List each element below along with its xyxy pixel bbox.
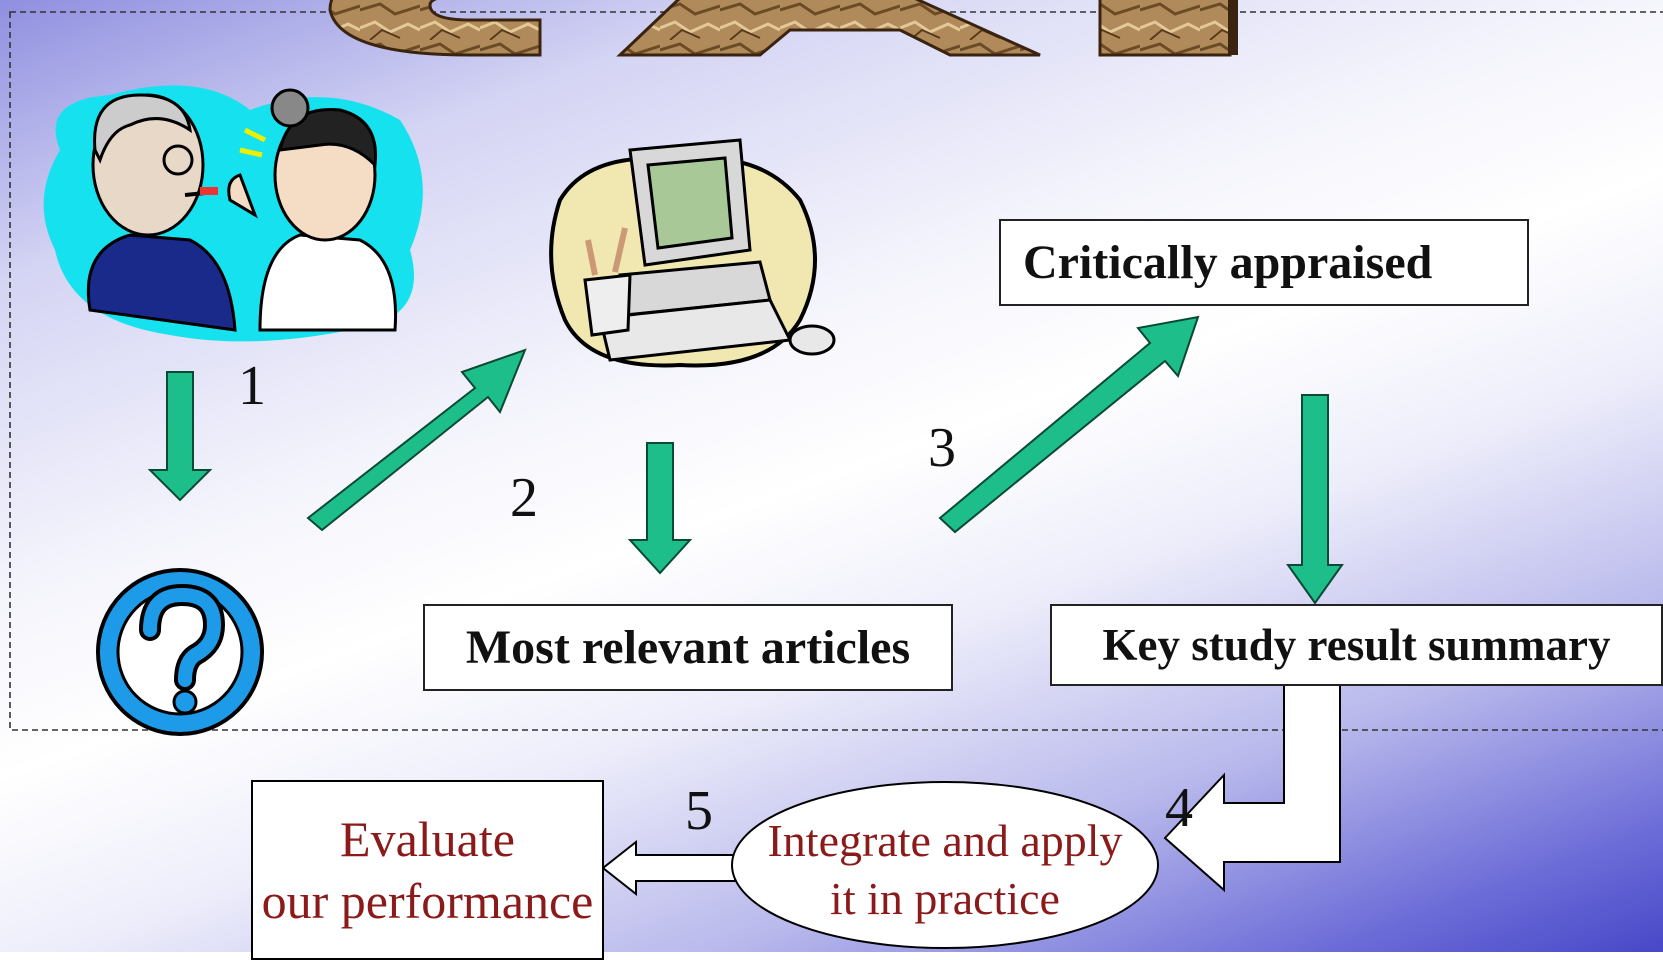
doctor-patient-clipart-icon (43, 85, 423, 342)
integrate-line2: it in practice (830, 872, 1060, 924)
critically-appraised-label: Critically appraised (1023, 236, 1433, 289)
integrate-text: Integrate and apply it in practice (745, 812, 1145, 927)
evaluate-line2: our performance (261, 873, 594, 929)
step-number-4: 4 (1165, 777, 1193, 839)
integrate-ellipse (731, 781, 1159, 949)
step-number-3: 3 (928, 417, 956, 479)
key-study-result-summary-box: Key study result summary (1050, 604, 1663, 686)
most-relevant-articles-label: Most relevant articles (465, 621, 911, 674)
arrow-summary-down (1286, 394, 1344, 605)
evaluate-box: Evaluate our performance (251, 780, 604, 960)
arrow-articles-down (627, 442, 693, 575)
key-study-result-summary-label: Key study result summary (1102, 620, 1611, 670)
step-number-1: 1 (238, 355, 266, 417)
step-number-5: 5 (685, 780, 713, 842)
title-logo (328, 0, 1238, 57)
integrate-line1: Integrate and apply (767, 815, 1123, 866)
critically-appraised-box: Critically appraised (999, 219, 1529, 306)
question-mark-icon (96, 568, 264, 736)
most-relevant-articles-box: Most relevant articles (423, 604, 953, 691)
arrow-step4-bent (1163, 684, 1341, 893)
evaluate-line1: Evaluate (340, 810, 515, 867)
computer-clipart-icon (549, 138, 836, 368)
arrow-step3-diagonal (938, 315, 1200, 534)
arrow-step5-left (601, 839, 736, 897)
arrow-step1-down (147, 371, 213, 502)
step-number-2: 2 (510, 467, 538, 529)
arrow-step2-diagonal (306, 348, 527, 532)
